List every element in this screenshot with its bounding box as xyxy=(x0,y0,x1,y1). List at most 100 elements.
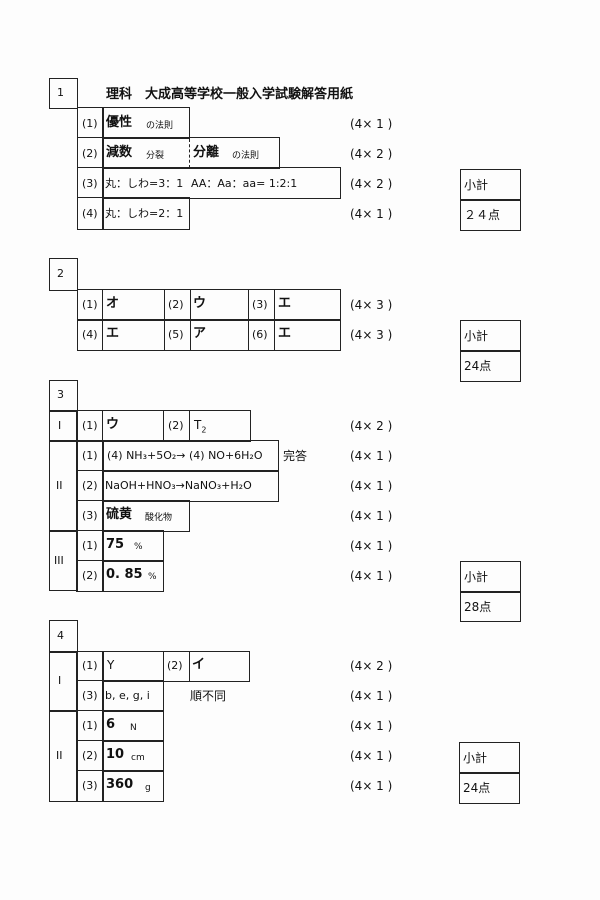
question-label: (1) xyxy=(82,449,98,462)
answer-text: 6 xyxy=(106,717,116,732)
score: (4× 1 ) xyxy=(350,117,393,131)
answer-text: 優性 xyxy=(106,115,133,130)
answer-text: Y xyxy=(107,658,115,672)
part-label-cell xyxy=(49,440,78,532)
subtotal-label: 小計 xyxy=(464,178,489,192)
subtotal-value: 28点 xyxy=(464,600,492,614)
score: (4× 3 ) xyxy=(350,328,393,342)
score: (4× 1 ) xyxy=(350,719,393,733)
answer-cell xyxy=(102,710,164,742)
answer-text: (4) NH₃+5O₂→ (4) NO+6H₂O xyxy=(107,449,263,462)
score: (4× 1 ) xyxy=(350,509,393,523)
score: (4× 1 ) xyxy=(350,449,393,463)
question-label: (1) xyxy=(82,419,98,432)
subtotal-label-box xyxy=(459,742,520,774)
answer-text: 75 xyxy=(106,537,125,552)
question-label: (2) xyxy=(168,298,184,311)
subtotal-value: 24点 xyxy=(463,781,491,795)
score: (4× 2 ) xyxy=(350,147,393,161)
score: (4× 3 ) xyxy=(350,298,393,312)
subtotal-label-box xyxy=(460,169,521,201)
answer-text: 丸：しわ=3：1 xyxy=(105,177,184,190)
answer-text: イ xyxy=(192,657,206,672)
score: (4× 1 ) xyxy=(350,749,393,763)
subtotal-label: 小計 xyxy=(464,570,489,584)
question-label: (3) xyxy=(82,689,98,702)
question-label: (5) xyxy=(168,328,184,341)
section-number: 1 xyxy=(57,86,64,99)
subtotal-label: 小計 xyxy=(463,751,488,765)
part-label: I xyxy=(58,674,62,687)
answer-cell xyxy=(102,470,279,502)
answer-text: 丸：しわ=2：1 xyxy=(105,207,184,220)
answer-text: エ xyxy=(278,296,292,311)
score: (4× 2 ) xyxy=(350,177,393,191)
subtotal-box xyxy=(460,199,521,231)
score: (4× 1 ) xyxy=(350,539,393,553)
question-label: (6) xyxy=(252,328,268,341)
answer-unit: % xyxy=(148,572,157,582)
answer-suffix: 酸化物 xyxy=(145,513,173,523)
question-label: (2) xyxy=(82,749,98,762)
answer-text: NaOH+HNO₃→NaNO₃+H₂O xyxy=(105,479,252,492)
question-label: (3) xyxy=(82,779,98,792)
answer-text: ウ xyxy=(193,296,207,311)
question-label: (4) xyxy=(82,328,98,341)
answer-text: 0. 85 xyxy=(106,567,143,582)
answer-text: 10 xyxy=(106,747,125,762)
section-1-number-box xyxy=(49,78,78,109)
question-label: (3) xyxy=(82,509,98,522)
answer-cell xyxy=(102,107,190,139)
subtotal-value: 24点 xyxy=(464,359,492,373)
answer-suffix: 分裂 xyxy=(146,151,165,161)
score: (4× 1 ) xyxy=(350,779,393,793)
part-label: I xyxy=(58,419,62,432)
subtotal-label: 小計 xyxy=(464,329,489,343)
answer-cell xyxy=(102,440,279,472)
answer-cell xyxy=(102,137,280,169)
answer-note: 完答 xyxy=(283,449,308,463)
question-label: (2) xyxy=(82,147,98,160)
answer-text: T2 xyxy=(194,418,207,435)
subtotal-box xyxy=(460,591,521,622)
answer-row xyxy=(77,289,341,321)
answer-unit: cm xyxy=(131,753,145,763)
answer-text: b, e, g, i xyxy=(105,689,150,702)
answer-cell xyxy=(102,167,341,199)
answer-text: 硫黄 xyxy=(106,507,133,522)
part-label-cell xyxy=(49,710,78,802)
question-label: (1) xyxy=(82,298,98,311)
section-number: 4 xyxy=(57,629,64,642)
answer-text: エ xyxy=(106,326,120,341)
answer-unit: N xyxy=(130,723,137,733)
part-label-cell xyxy=(49,410,78,442)
question-label: (4) xyxy=(82,207,98,220)
section-2-number-box xyxy=(49,258,78,291)
score: (4× 2 ) xyxy=(350,659,393,673)
question-label: (1) xyxy=(82,117,98,130)
answer-cell xyxy=(102,500,190,532)
answer-note: 順不同 xyxy=(190,689,227,703)
score: (4× 1 ) xyxy=(350,689,393,703)
section-3-number-box xyxy=(49,380,78,412)
score: (4× 1 ) xyxy=(350,569,393,583)
answer-text: エ xyxy=(278,326,292,341)
label-column xyxy=(76,440,104,592)
answer-suffix: の法則 xyxy=(146,121,174,131)
question-label: (2) xyxy=(82,479,98,492)
part-label: II xyxy=(56,479,63,492)
answer-text: AA：Aa：aa= 1:2:1 xyxy=(191,177,298,190)
question-label: (1) xyxy=(82,539,98,552)
answer-cell xyxy=(102,680,164,712)
answer-suffix: の法則 xyxy=(232,151,260,161)
answer-text: ア xyxy=(193,326,207,341)
answer-text: 360 xyxy=(106,777,134,792)
answer-unit: % xyxy=(134,542,143,552)
section-number: 2 xyxy=(57,267,64,280)
subtotal-label-box xyxy=(460,561,521,593)
question-label: (1) xyxy=(82,719,98,732)
part-label-cell xyxy=(49,651,78,712)
answer-cell xyxy=(102,770,164,802)
label-column xyxy=(76,651,104,802)
question-label: (2) xyxy=(167,659,183,672)
